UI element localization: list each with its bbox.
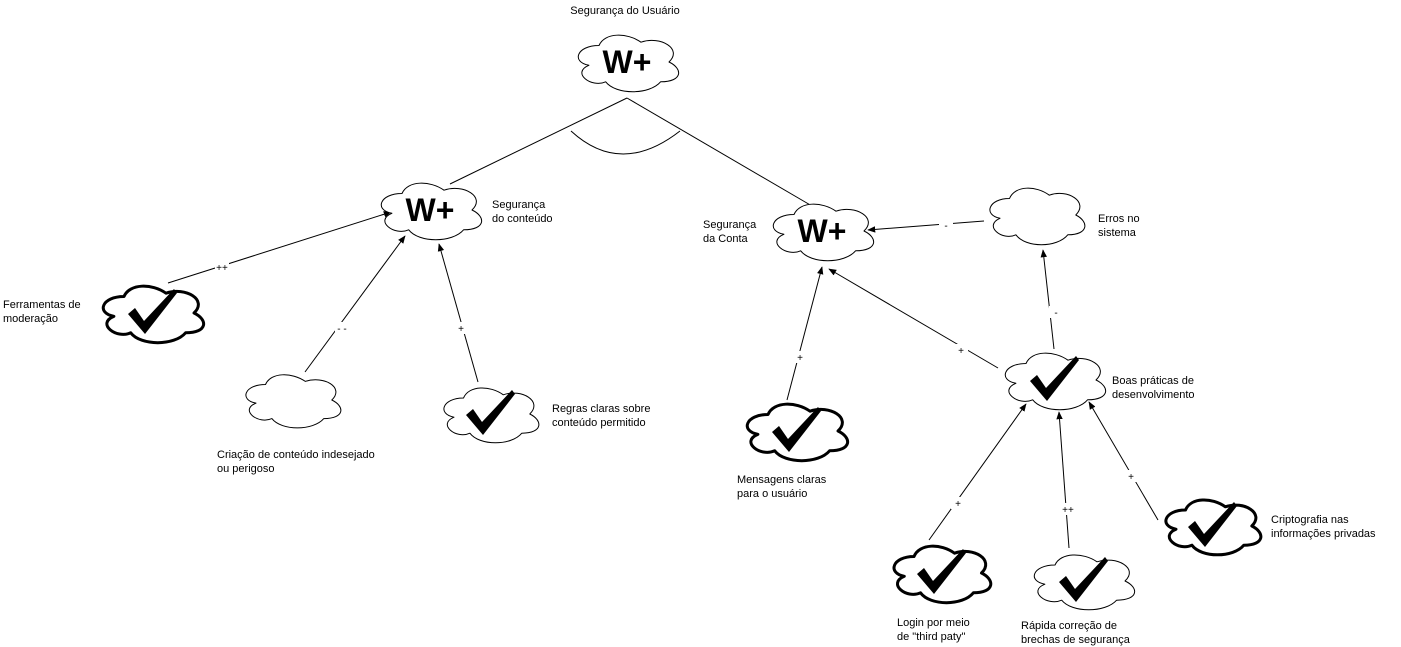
softgoal-system-errors[interactable] [989,187,1086,246]
check-icon [128,289,177,334]
label-root: Segurança do Usuário [570,5,680,17]
check-icon [917,549,966,594]
contribution-sign-system-errors-to-account-security: - [944,221,947,232]
decomposition-line-content-security [449,97,628,185]
contribution-sign-clear-messages-to-account-security: + [797,353,803,364]
contribution-sign-bg [454,322,468,334]
softgoal-clear-rules[interactable] [443,387,540,444]
contribution-sign-bg [1049,306,1063,318]
contribution-sign-fast-fix-to-dev-practices: ++ [1062,505,1074,516]
satisfaction-mark: W+ [798,213,847,249]
contribution-link-unwanted-content-to-content-security [304,235,406,373]
softgoal-unwanted-content[interactable] [245,374,342,429]
contribution-link-clear-messages-to-account-security [786,266,824,401]
cloud-shape [380,182,482,241]
softgoal-dev-practices[interactable] [1004,352,1106,411]
label-system-errors: Erros no sistema [1098,213,1140,239]
check-icon [772,407,821,452]
decomposition-line-account-security [626,97,813,207]
label-content-security: Segurança do conteúdo [492,199,553,225]
contribution-sign-bg [951,497,965,509]
contribution-link-clear-rules-to-content-security [437,243,479,383]
cloud-shape [772,203,874,262]
label-moderation-tools: Ferramentas de moderação [3,299,81,325]
label-third-party-login: Login por meio de "third paty" [897,617,970,643]
label-fast-fix: Rápida correção de brechas de segurança [1021,620,1130,646]
contribution-sign-dev-practices-to-system-errors: - [1054,308,1057,319]
check-icon [466,390,515,435]
contribution-sign-dev-practices-to-account-security: + [958,346,964,357]
contribution-link-dev-practices-to-system-errors [1040,249,1055,350]
contribution-link-fast-fix-to-dev-practices [1056,411,1070,549]
check-icon [1188,502,1237,547]
contribution-sign-bg [1061,503,1075,515]
contribution-sign-bg [793,351,807,363]
contribution-sign-third-party-login-to-dev-practices: + [955,499,961,510]
check-icon [1030,356,1079,401]
softgoal-clear-messages[interactable] [745,402,849,463]
softgoal-content-security[interactable]: W+ [380,182,482,241]
check-icon [1059,557,1108,602]
softgoal-account-security[interactable]: W+ [772,203,874,262]
softgoal-encryption[interactable] [1164,498,1263,557]
contribution-link-system-errors-to-account-security [867,220,985,233]
contribution-sign-unwanted-content-to-content-security: - - [337,324,346,335]
contribution-sign-bg [954,344,968,356]
cloud-shape [989,187,1086,246]
contribution-sign-encryption-to-dev-practices: + [1128,472,1134,483]
contribution-link-encryption-to-dev-practices [1088,401,1159,521]
label-clear-rules: Regras claras sobre conteúdo permitido [552,403,651,429]
label-encryption: Criptografia nas informações privadas [1271,514,1376,540]
softgoal-third-party-login[interactable] [892,544,993,605]
contribution-sign-moderation-tools-to-content-security: ++ [216,263,228,274]
softgoal-fast-fix[interactable] [1033,554,1135,611]
label-clear-messages: Mensagens claras para o usuário [737,474,827,500]
softgoal-moderation-tools[interactable] [101,284,205,345]
contribution-sign-bg [335,322,349,334]
satisfaction-mark: W+ [406,192,455,228]
and-decomposition-arc [570,130,681,155]
contribution-sign-clear-rules-to-content-security: + [458,324,464,335]
contribution-link-dev-practices-to-account-security [828,268,999,369]
contribution-sign-bg [215,261,229,273]
cloud-shape [245,374,342,429]
contribution-link-moderation-tools-to-content-security [167,211,392,284]
cloud-shape [577,34,679,93]
label-dev-practices: Boas práticas de desenvolvimento [1112,375,1195,401]
softgoal-root[interactable]: W+ [577,34,679,93]
label-account-security: Segurança da Conta [703,219,757,245]
contribution-sign-bg [939,219,953,231]
contribution-link-third-party-login-to-dev-practices [928,403,1027,541]
label-unwanted-content: Criação de conteúdo indesejado ou perigo… [217,449,375,475]
satisfaction-mark: W+ [603,44,652,80]
contribution-sign-bg [1124,470,1138,482]
